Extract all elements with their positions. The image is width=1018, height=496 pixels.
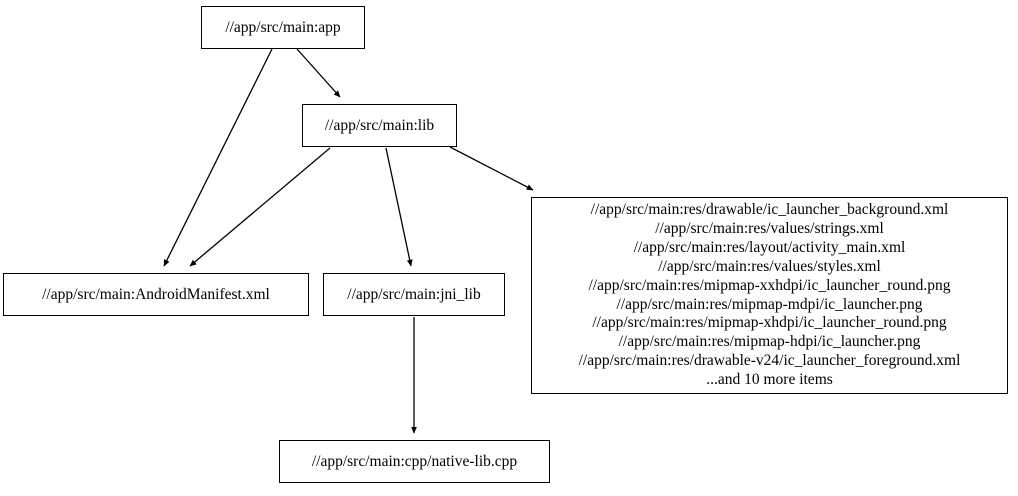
graph-node-resource-group-line: //app/src/main:res/drawable/ic_launcher_… <box>590 200 949 218</box>
graph-node-android-manifest[interactable]: //app/src/main:AndroidManifest.xml <box>3 273 309 316</box>
graph-node-native-lib-cpp[interactable]: //app/src/main:cpp/native-lib.cpp <box>279 440 550 483</box>
graph-node-resource-group-label: //app/src/main:res/drawable/ic_launcher_… <box>573 199 967 392</box>
graph-node-resource-group-line: ...and 10 more items <box>706 371 833 389</box>
graph-node-resource-group-line: //app/src/main:res/values/styles.xml <box>658 257 881 275</box>
graph-node-native-lib-cpp-label: //app/src/main:cpp/native-lib.cpp <box>311 452 518 470</box>
edge-app-to-lib <box>296 48 341 98</box>
graph-node-resource-group-line: //app/src/main:res/drawable-v24/ic_launc… <box>578 352 961 370</box>
graph-node-app-label: //app/src/main:app <box>225 18 341 36</box>
graph-node-android-manifest-label: //app/src/main:AndroidManifest.xml <box>42 285 270 303</box>
graph-node-resource-group-line: //app/src/main:res/layout/activity_main.… <box>633 238 906 256</box>
graph-node-jni-lib-label: //app/src/main:jni_lib <box>347 285 481 303</box>
graph-node-resource-group-line: //app/src/main:res/mipmap-xxhdpi/ic_laun… <box>588 276 951 294</box>
graph-node-lib[interactable]: //app/src/main:lib <box>302 104 457 147</box>
graph-node-resource-group-line: //app/src/main:res/mipmap-mdpi/ic_launch… <box>616 295 923 313</box>
graph-node-lib-label: //app/src/main:lib <box>324 116 435 134</box>
graph-node-resource-group[interactable]: //app/src/main:res/drawable/ic_launcher_… <box>531 197 1008 394</box>
graph-node-resource-group-line: //app/src/main:res/values/strings.xml <box>655 219 884 237</box>
edge-lib-to-manifest <box>189 147 331 267</box>
graph-node-app[interactable]: //app/src/main:app <box>201 6 365 49</box>
edge-app-to-manifest <box>163 48 273 267</box>
graph-node-resource-group-line: //app/src/main:res/mipmap-hdpi/ic_launch… <box>618 333 921 351</box>
graph-node-resource-group-line: //app/src/main:res/mipmap-xhdpi/ic_launc… <box>592 314 947 332</box>
graph-node-jni-lib[interactable]: //app/src/main:jni_lib <box>323 273 505 316</box>
edge-lib-to-jni-lib <box>385 147 413 267</box>
edge-lib-to-res-group <box>449 146 534 191</box>
